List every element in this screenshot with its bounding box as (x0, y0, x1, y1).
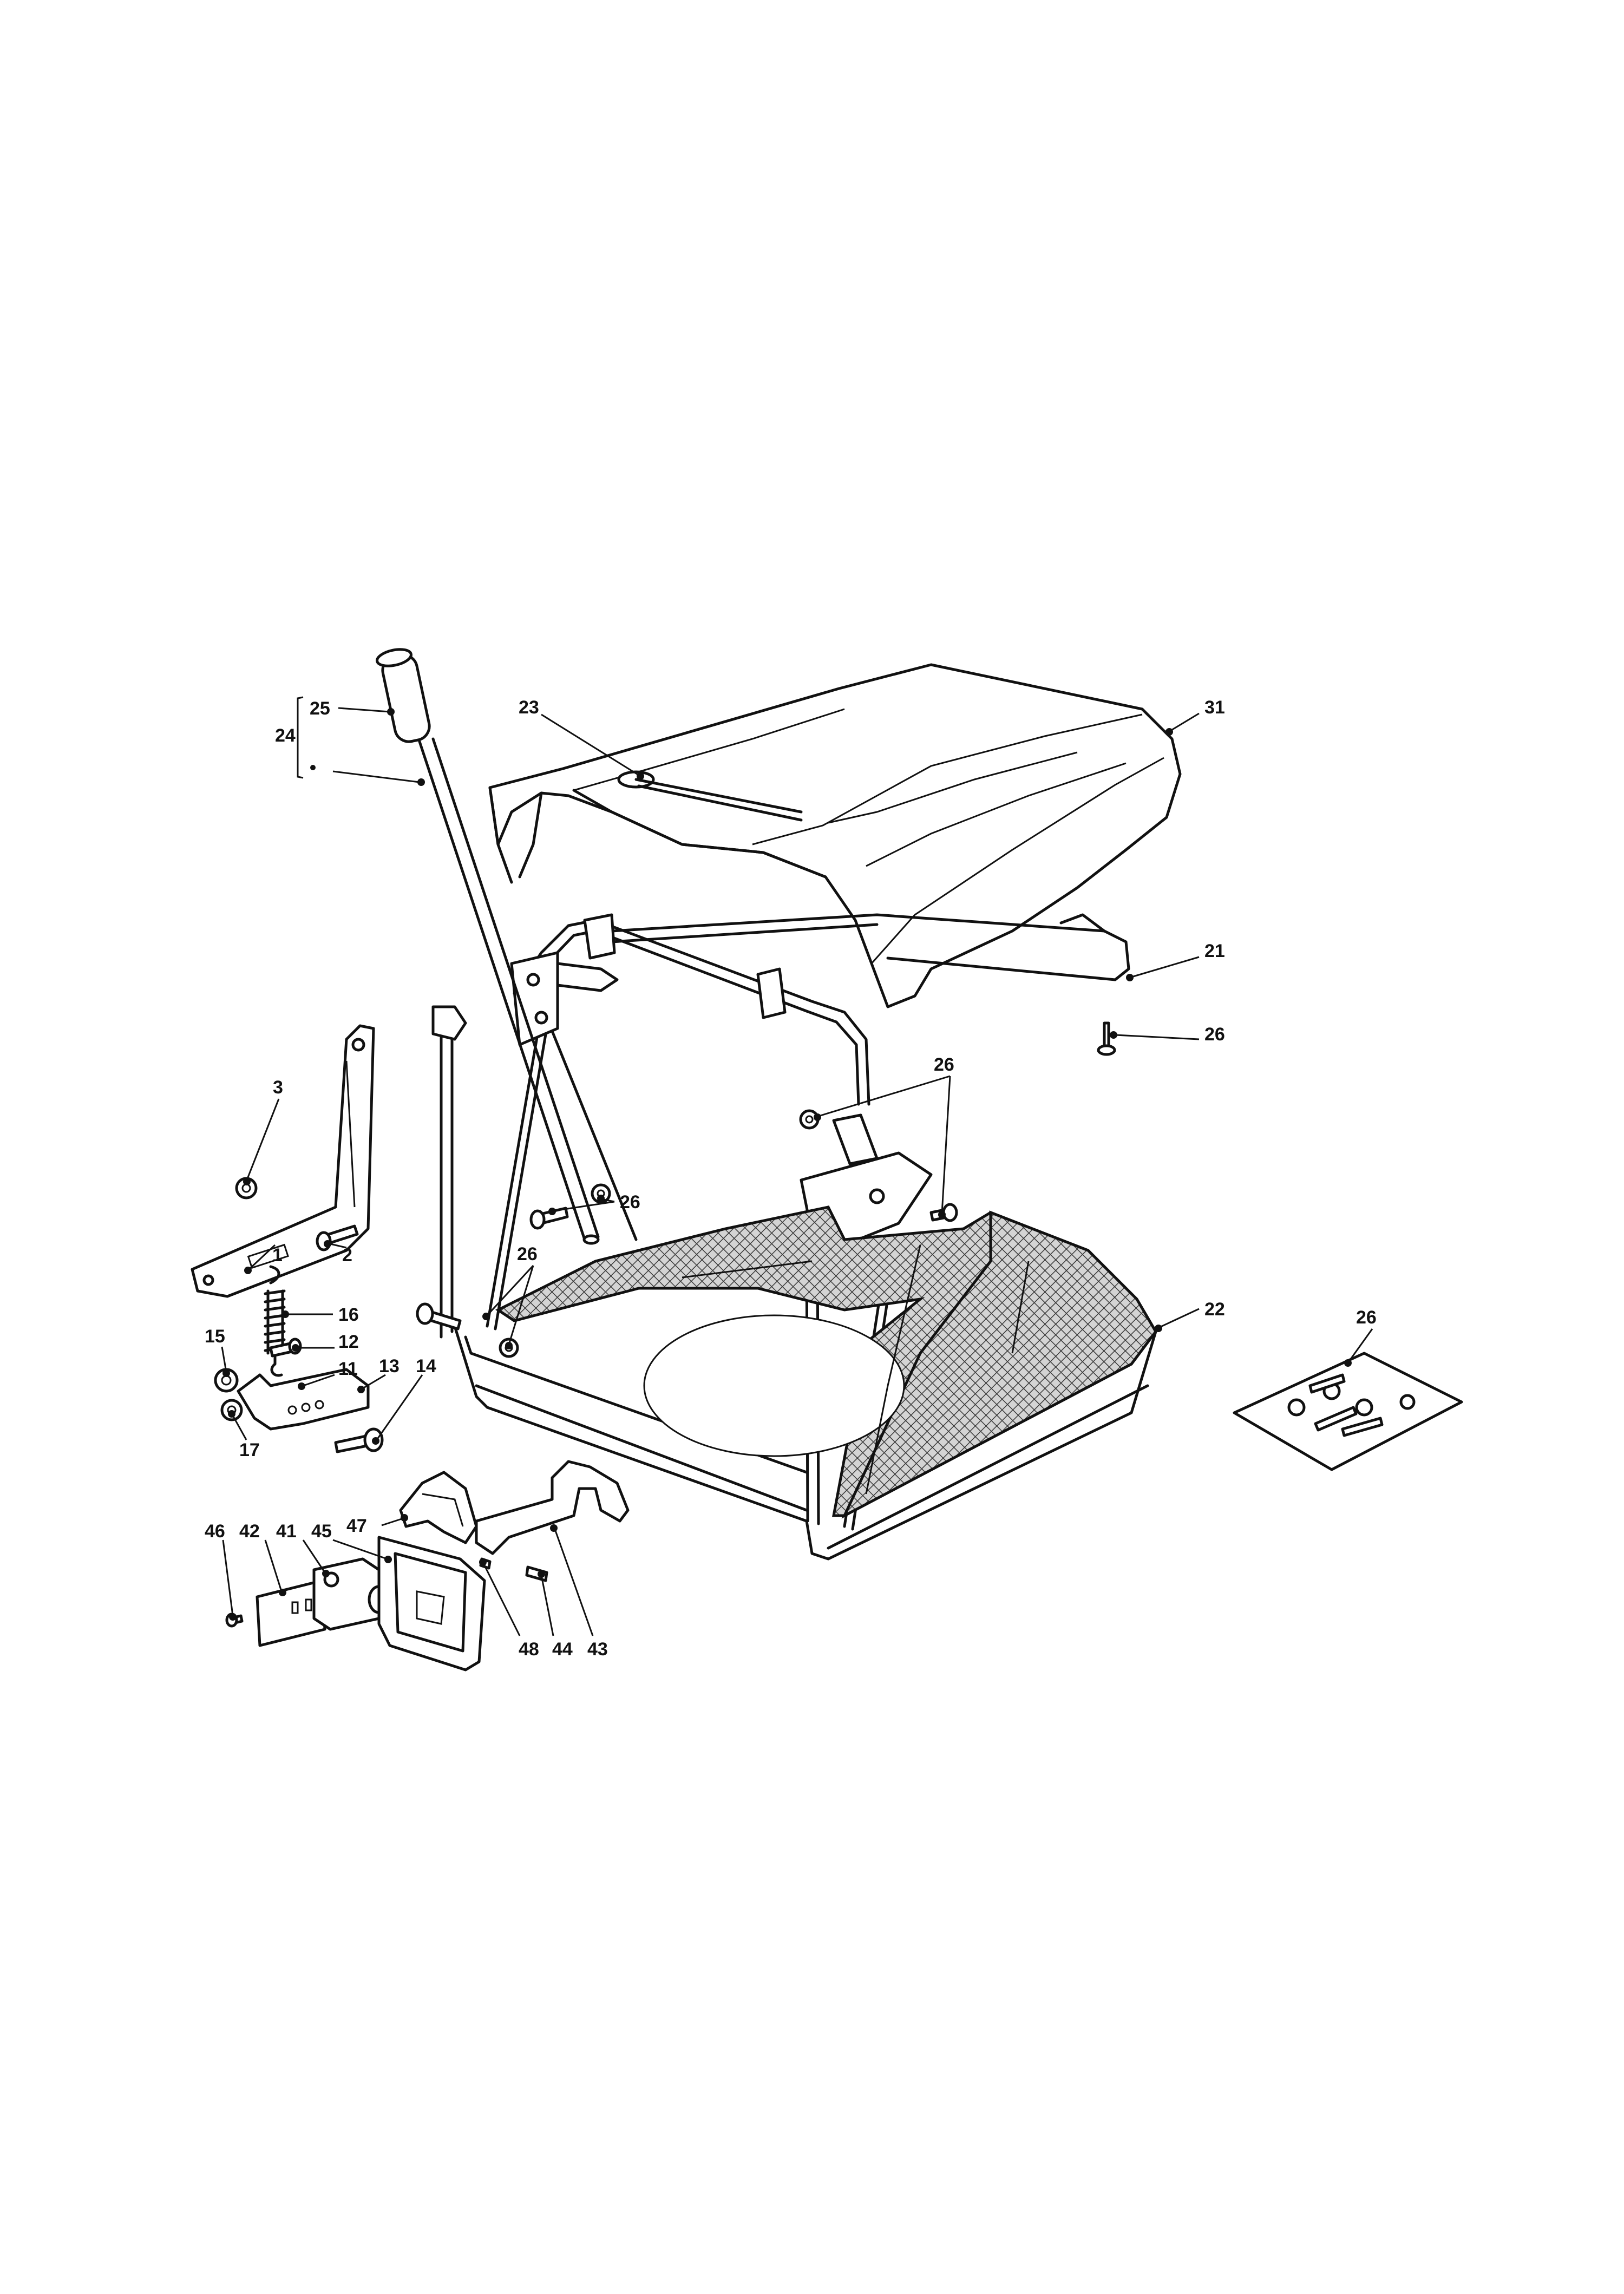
callout-14: 14 (416, 1356, 436, 1377)
callout-31: 31 (1204, 697, 1225, 718)
callout-44: 44 (552, 1639, 573, 1660)
callout-15: 15 (205, 1326, 225, 1347)
callout-23: 23 (519, 697, 539, 718)
callout-3: 3 (273, 1077, 283, 1098)
part-43-latch (475, 1460, 630, 1555)
callout-41: 41 (276, 1521, 297, 1542)
callout-26: 26 (517, 1244, 538, 1264)
part-11-13-bracket (237, 1368, 370, 1431)
callout-24: 24 (275, 725, 296, 746)
callout-26: 26 (1356, 1307, 1377, 1328)
callout-21: 21 (1204, 941, 1225, 961)
callout-25: 25 (310, 698, 330, 719)
callout-labels: 25 24 23 31 21 26 26 26 26 26 3 1 2 16 1… (205, 697, 1377, 1660)
part-1-plate (191, 1024, 375, 1298)
leader-lines (221, 696, 1373, 1636)
part-47-cover (399, 1471, 478, 1544)
part-42-plate (256, 1579, 326, 1647)
callout-16: 16 (338, 1305, 359, 1325)
callout-1: 1 (272, 1245, 283, 1266)
callout-12: 12 (338, 1332, 359, 1352)
part-2-bolt (316, 1224, 359, 1251)
part-41-lock (312, 1557, 390, 1631)
part-45-housing (377, 1536, 486, 1672)
callout-17: 17 (239, 1440, 260, 1460)
callout-11: 11 (338, 1359, 358, 1379)
fastener-bolt (1097, 1021, 1116, 1056)
part-16-spring (264, 1265, 286, 1377)
fastener-kit-bag (1233, 1352, 1463, 1471)
callout-26: 26 (1204, 1024, 1225, 1045)
callout-22: 22 (1204, 1299, 1225, 1320)
callout-42: 42 (239, 1521, 260, 1542)
fastener-bolt (416, 1302, 462, 1330)
callout-13: 13 (379, 1356, 400, 1377)
catcher-bag (495, 1205, 1157, 1519)
callout-48: 48 (519, 1639, 539, 1660)
callout-47: 47 (346, 1516, 367, 1536)
callout-26: 26 (934, 1054, 954, 1075)
callout-45: 45 (311, 1521, 332, 1542)
catcher-cover (488, 663, 1182, 1008)
callout-46: 46 (205, 1521, 225, 1542)
lever-assembly (376, 648, 600, 1245)
callout-2: 2 (342, 1245, 352, 1266)
callout-43: 43 (587, 1639, 608, 1660)
callout-26: 26 (620, 1192, 640, 1212)
